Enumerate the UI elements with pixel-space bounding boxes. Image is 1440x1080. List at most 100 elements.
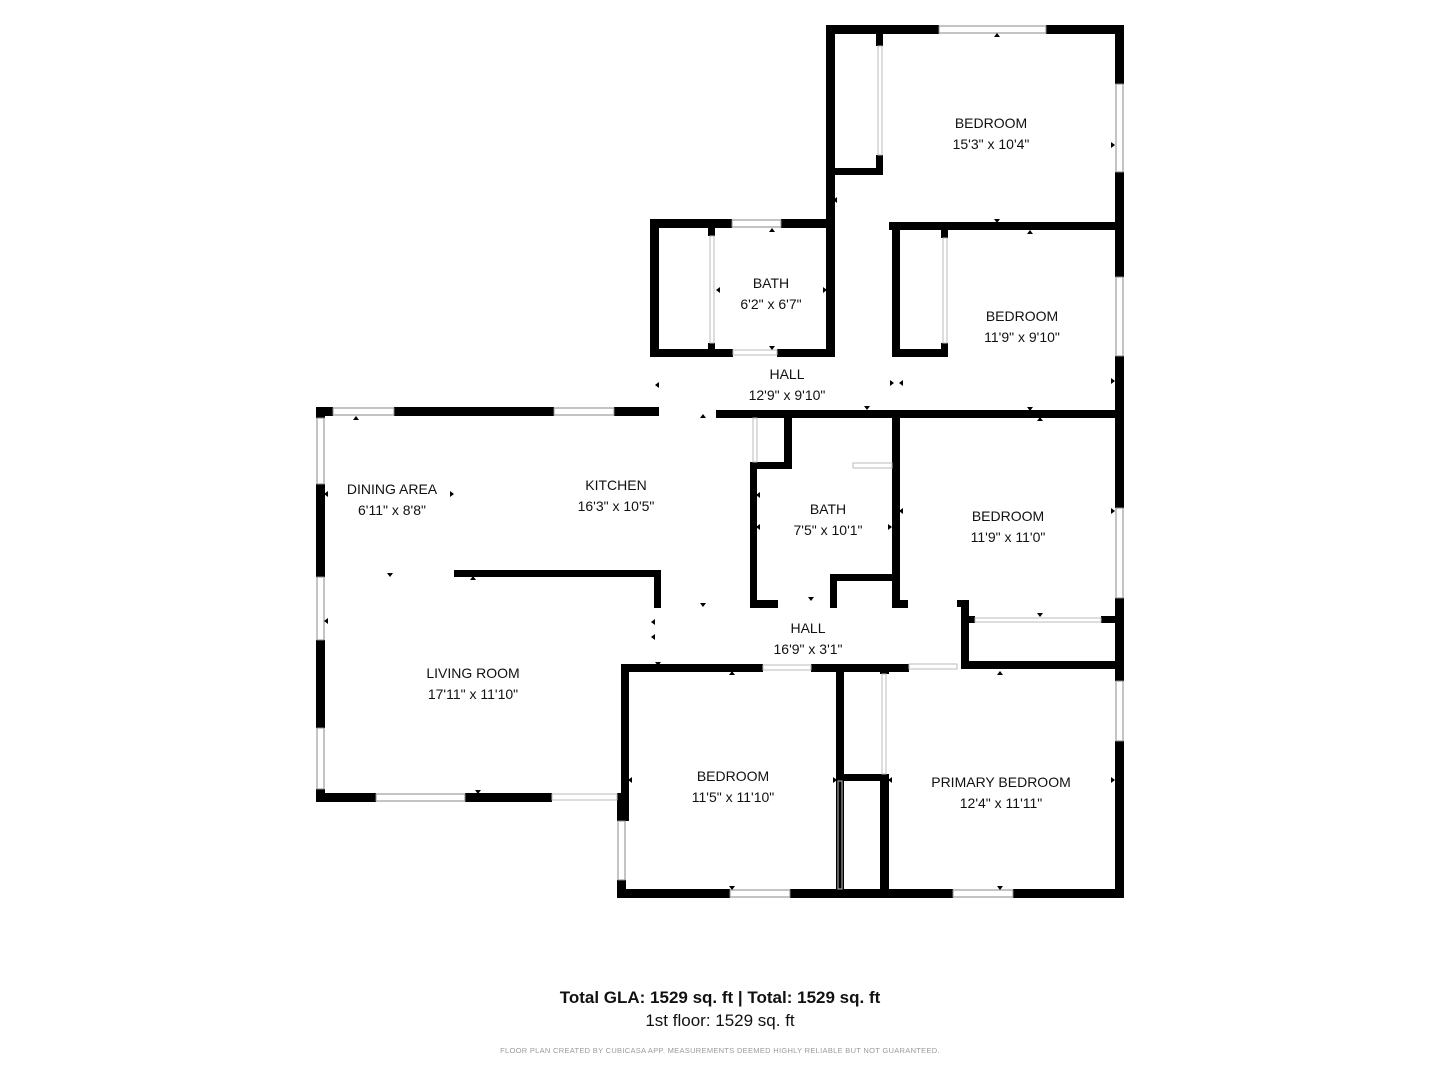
tick bbox=[961, 633, 965, 639]
tick bbox=[1037, 417, 1043, 421]
window bbox=[617, 820, 626, 881]
tick bbox=[1027, 407, 1033, 411]
window bbox=[316, 417, 325, 485]
wall bbox=[316, 793, 376, 802]
wall bbox=[617, 889, 730, 898]
wall bbox=[830, 574, 900, 581]
wall bbox=[1115, 598, 1124, 681]
tick bbox=[890, 380, 894, 386]
window bbox=[1115, 680, 1124, 742]
total-area-summary: Total GLA: 1529 sq. ft | Total: 1529 sq.… bbox=[559, 988, 881, 1007]
wall bbox=[1013, 889, 1124, 898]
tick bbox=[756, 492, 760, 498]
dimension-ticks bbox=[324, 33, 1115, 890]
wall bbox=[892, 349, 948, 357]
tick bbox=[864, 406, 870, 410]
wall bbox=[826, 219, 835, 357]
door-opening bbox=[974, 617, 1102, 623]
tick bbox=[1037, 613, 1043, 617]
wall bbox=[465, 793, 552, 802]
wall bbox=[876, 155, 883, 175]
wall bbox=[650, 349, 733, 357]
room-dimensions: 11'9" x 11'0" bbox=[971, 529, 1046, 545]
window bbox=[1115, 276, 1124, 357]
window bbox=[316, 727, 325, 790]
wall bbox=[811, 664, 909, 672]
tick bbox=[716, 287, 720, 293]
tick bbox=[833, 197, 837, 203]
room-dimensions: 12'9" x 9'10" bbox=[749, 387, 826, 403]
tick bbox=[997, 886, 1003, 890]
door-opening bbox=[752, 417, 758, 463]
room-dimensions: 17'11" x 11'10" bbox=[428, 686, 518, 702]
tick bbox=[823, 287, 827, 293]
room-name: BATH bbox=[753, 275, 789, 291]
wall bbox=[826, 25, 835, 222]
tick bbox=[655, 382, 659, 388]
wall bbox=[1101, 616, 1124, 623]
tick bbox=[353, 416, 359, 420]
room-dimensions: 15'3" x 10'4" bbox=[953, 136, 1030, 152]
room-name: LIVING ROOM bbox=[426, 665, 519, 681]
wall bbox=[777, 349, 835, 357]
walls bbox=[316, 25, 1124, 898]
wall bbox=[880, 664, 889, 674]
wall bbox=[961, 661, 1124, 669]
tick bbox=[628, 777, 632, 783]
tick bbox=[651, 634, 655, 640]
wall bbox=[316, 640, 325, 728]
window bbox=[731, 219, 782, 228]
tick bbox=[899, 380, 903, 386]
window bbox=[375, 793, 466, 802]
wall bbox=[892, 600, 908, 608]
tick bbox=[833, 777, 837, 783]
door-opening bbox=[837, 780, 843, 890]
room-name: DINING AREA bbox=[347, 481, 438, 497]
wall bbox=[708, 343, 715, 351]
wall bbox=[835, 168, 883, 175]
wall bbox=[961, 616, 975, 623]
tick bbox=[475, 790, 481, 794]
wall bbox=[708, 228, 715, 236]
door-opening bbox=[877, 45, 883, 156]
door-opening bbox=[551, 793, 618, 801]
room-dimensions: 11'5" x 11'10" bbox=[692, 789, 775, 805]
tick bbox=[700, 603, 706, 607]
wall bbox=[1115, 25, 1124, 84]
room-name: HALL bbox=[790, 620, 825, 636]
wall bbox=[781, 219, 835, 228]
tick bbox=[1111, 508, 1115, 514]
wall bbox=[750, 462, 792, 469]
room-name: BEDROOM bbox=[972, 508, 1044, 524]
room-name: PRIMARY BEDROOM bbox=[931, 774, 1071, 790]
tick bbox=[808, 597, 814, 601]
room-dimensions: 12'4" x 11'11" bbox=[960, 795, 1043, 811]
wall bbox=[750, 462, 757, 608]
window bbox=[729, 889, 791, 898]
tick bbox=[651, 619, 655, 625]
room-dimensions: 7'5" x 10'1" bbox=[794, 522, 863, 538]
tick bbox=[324, 618, 328, 624]
tick bbox=[1111, 142, 1115, 148]
wall bbox=[880, 774, 889, 898]
tick bbox=[655, 662, 661, 666]
window bbox=[553, 407, 615, 416]
wall bbox=[621, 664, 629, 821]
tick bbox=[1111, 777, 1115, 783]
wall bbox=[614, 407, 659, 416]
wall bbox=[454, 570, 661, 577]
wall bbox=[394, 407, 554, 416]
wall bbox=[650, 219, 659, 357]
windows bbox=[316, 25, 1124, 898]
room-name: BEDROOM bbox=[986, 308, 1058, 324]
wall bbox=[750, 600, 778, 608]
room-dimensions: 16'9" x 3'1" bbox=[774, 641, 843, 657]
tick bbox=[756, 524, 760, 530]
openings bbox=[551, 45, 1102, 890]
wall bbox=[836, 774, 889, 781]
wall bbox=[1046, 25, 1124, 34]
room-name: BEDROOM bbox=[697, 768, 769, 784]
wall bbox=[650, 219, 732, 228]
room-dimensions: 6'11" x 8'8" bbox=[358, 502, 426, 518]
